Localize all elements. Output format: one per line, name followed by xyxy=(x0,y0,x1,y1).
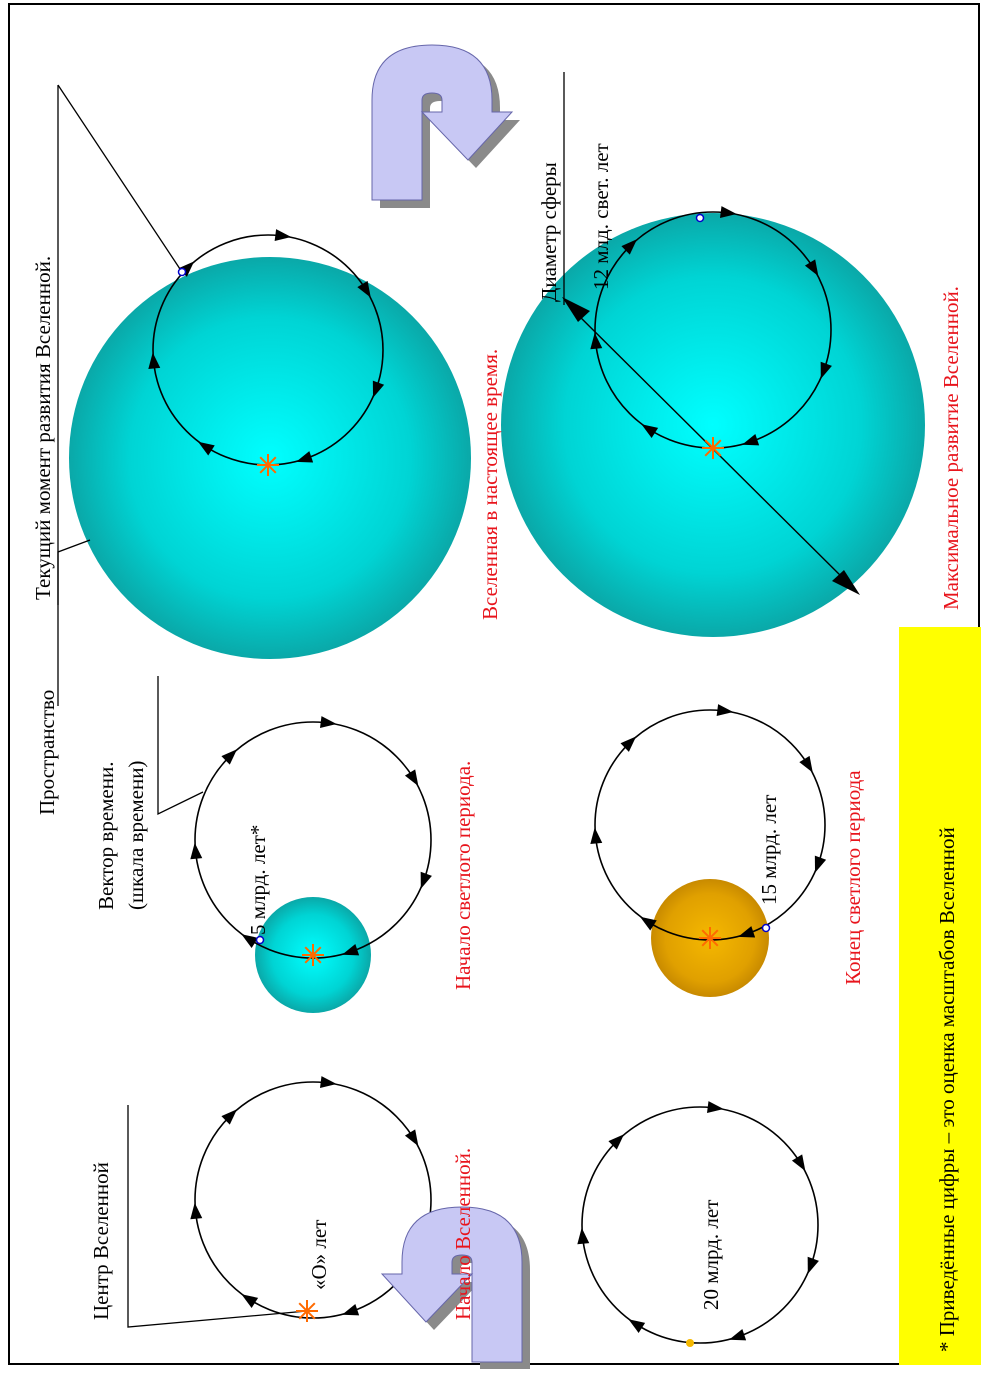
direction-arrow-icon xyxy=(577,1227,590,1245)
age-20-label: 20 млрд. лет xyxy=(699,1200,723,1310)
direction-arrow-icon xyxy=(707,1101,724,1113)
universe-max-sphere xyxy=(501,213,925,637)
direction-arrow-icon xyxy=(720,206,737,218)
direction-arrow-icon xyxy=(221,749,238,765)
max-development-caption: Максимальное развитие Вселенной. xyxy=(939,286,963,610)
direction-arrow-icon xyxy=(178,261,195,277)
direction-arrow-icon xyxy=(372,380,385,398)
direction-arrow-icon xyxy=(608,1134,625,1150)
direction-arrow-icon xyxy=(296,451,314,463)
direction-arrow-icon xyxy=(738,926,756,938)
direction-arrow-icon xyxy=(716,704,734,716)
pointer-lines xyxy=(57,72,565,1328)
direction-arrow-icon xyxy=(807,1256,819,1274)
direction-arrow-icon xyxy=(404,769,419,787)
frame-border xyxy=(8,3,980,1365)
center-pointer-line xyxy=(127,1105,308,1328)
direction-arrow-icon xyxy=(628,1319,646,1333)
direction-arrow-icon xyxy=(274,229,292,241)
time-vector-label-1: Вектор времени. xyxy=(94,762,118,910)
space-pointer-line xyxy=(57,539,91,706)
footnote-text: * Приведённые цифры – это оценка масштаб… xyxy=(935,827,959,1352)
big-bang-star-icon xyxy=(699,927,721,949)
direction-arrow-icon xyxy=(320,716,337,728)
footnote-box xyxy=(899,627,981,1365)
direction-arrow-icon xyxy=(221,1109,238,1125)
direction-arrow-icon xyxy=(820,361,832,379)
direction-arrow-icon xyxy=(641,424,659,438)
direction-arrow-icon xyxy=(814,855,827,873)
big-bang-star-icon xyxy=(302,944,324,966)
direction-arrow-icon xyxy=(198,441,215,456)
age-zero-label: «О» лет xyxy=(307,1220,331,1290)
big-bang-star-icon xyxy=(702,437,724,459)
direction-arrow-icon xyxy=(621,239,638,255)
universe-now-caption: Вселенная в настоящее время. xyxy=(478,349,502,620)
center-universe-label: Центр Вселенной xyxy=(89,1162,113,1320)
direction-arrow-icon xyxy=(342,943,360,956)
direction-arrow-icon xyxy=(799,755,813,773)
direction-arrow-icon xyxy=(404,1129,419,1147)
current-moment-label: Текущий момент развития Вселенной. xyxy=(31,256,55,600)
age-15-label: 15 млрд. лет xyxy=(757,795,781,905)
direction-arrow-icon xyxy=(190,1202,203,1220)
direction-arrow-icon xyxy=(791,1154,806,1172)
direction-arrow-icon xyxy=(190,842,203,860)
direction-arrow-icon xyxy=(620,736,637,752)
time-arrow-icon-top xyxy=(371,44,520,208)
direction-arrow-icon xyxy=(729,1328,747,1341)
space-label: Пространство xyxy=(35,690,59,815)
time-vector-label-2: (шкала времени) xyxy=(124,761,148,910)
universe-now-sphere xyxy=(69,257,471,659)
big-bang-star-icon xyxy=(257,454,279,476)
light-period-start-caption: Начало светлого периода. xyxy=(451,761,475,990)
direction-arrow-icon xyxy=(320,1076,337,1088)
direction-arrow-icon xyxy=(148,352,161,370)
direction-arrow-icon xyxy=(241,934,259,948)
time-arrow-icon-bottom xyxy=(380,1206,530,1370)
direction-arrow-icon xyxy=(590,332,603,350)
direction-arrow-icon xyxy=(742,433,760,446)
direction-arrow-icon xyxy=(804,259,819,277)
direction-arrow-icon xyxy=(357,280,371,298)
orbit-20 xyxy=(581,1106,819,1344)
direction-arrow-icon xyxy=(640,916,657,931)
age-5-label: 5 млрд. лет* xyxy=(246,825,270,935)
direction-arrow-icon xyxy=(241,1294,259,1308)
big-bang-star-icon xyxy=(296,1300,318,1322)
current-moment-pointer-line xyxy=(57,84,183,273)
sphere-diameter-value: 12 млд. свет. лет xyxy=(589,143,613,290)
light-period-end-caption: Конец светлого периода xyxy=(841,770,865,985)
direction-arrow-icon xyxy=(590,827,603,845)
direction-arrow-icon xyxy=(420,871,432,889)
time-vector-pointer-line xyxy=(157,676,204,816)
direction-arrow-icon xyxy=(342,1303,360,1316)
sphere-diameter-label: Диаметр сферы xyxy=(537,162,561,302)
universe-start-caption: Начало Вселенной. xyxy=(451,1148,475,1320)
orbit-markers xyxy=(177,213,771,1347)
